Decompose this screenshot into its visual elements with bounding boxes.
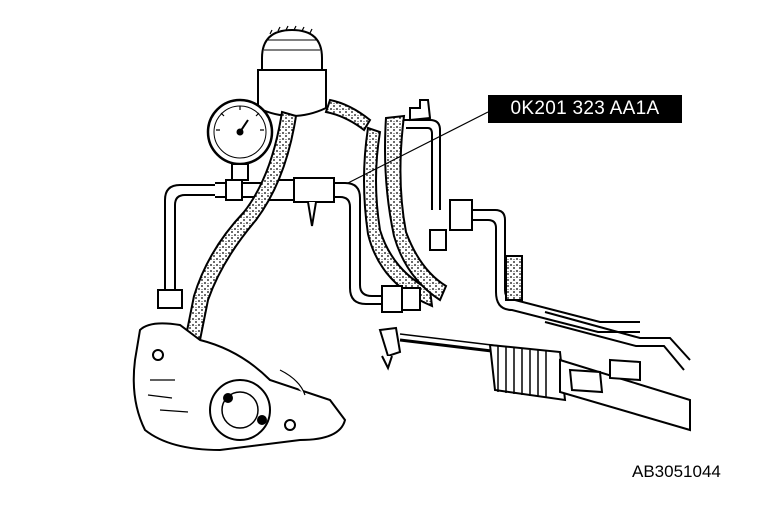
reservoir-icon bbox=[257, 25, 327, 117]
part-number-callout: 0K201 323 AA1A bbox=[488, 95, 682, 123]
callout-leader bbox=[347, 111, 489, 184]
figure-id: AB3051044 bbox=[632, 462, 721, 481]
hose-fittings bbox=[157, 99, 473, 313]
pump-icon bbox=[132, 322, 347, 452]
pressure-gauge-icon bbox=[206, 98, 274, 181]
steering-rack-icon bbox=[378, 326, 691, 432]
